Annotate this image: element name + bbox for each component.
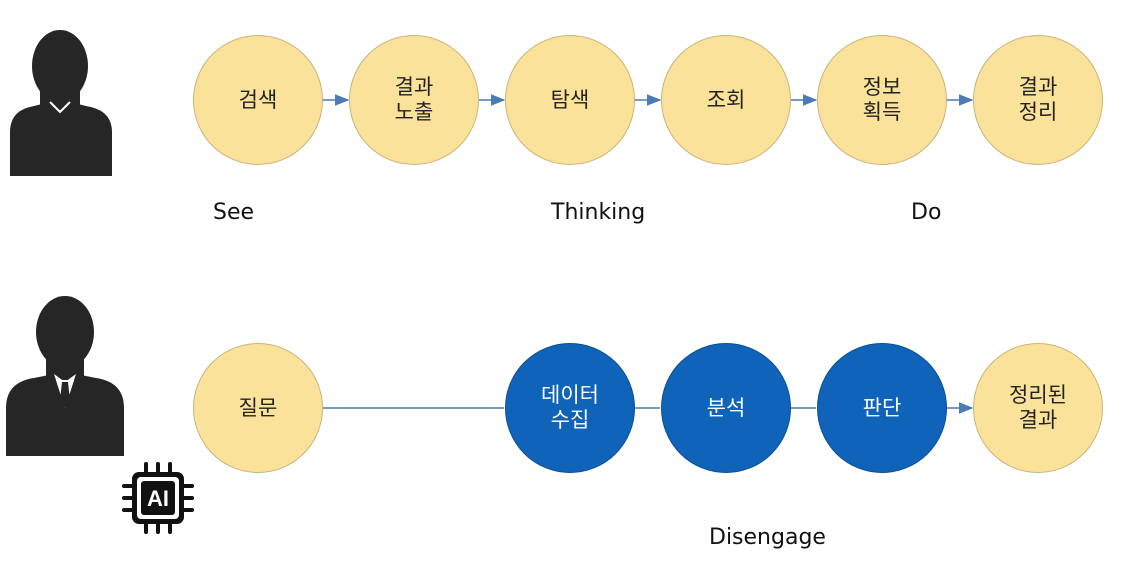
flow-node-results-shown: 결과 노출 [349, 35, 479, 165]
flow-node-search: 검색 [193, 35, 323, 165]
flow-node-analysis: 분석 [661, 343, 791, 473]
phase-label-see: See [213, 200, 255, 225]
flow-node-lookup: 조회 [661, 35, 791, 165]
phase-label-disengage: Disengage [709, 525, 826, 550]
flow-node-organized-results: 정리된 결과 [973, 343, 1103, 473]
flow-node-organize-results: 결과 정리 [973, 35, 1103, 165]
ai-chip-label: AI [147, 486, 169, 511]
flow-node-question: 질문 [193, 343, 323, 473]
flow-node-data-collection: 데이터 수집 [505, 343, 635, 473]
user-person-icon [10, 30, 112, 176]
businessman-person-icon [6, 296, 124, 456]
flow-node-explore: 탐색 [505, 35, 635, 165]
ai-chip-icon: AI [122, 462, 194, 534]
flow-node-acquire-info: 정보 획득 [817, 35, 947, 165]
phase-label-thinking: Thinking [551, 200, 646, 225]
phase-label-do: Do [911, 200, 942, 225]
flow-node-judgment: 판단 [817, 343, 947, 473]
